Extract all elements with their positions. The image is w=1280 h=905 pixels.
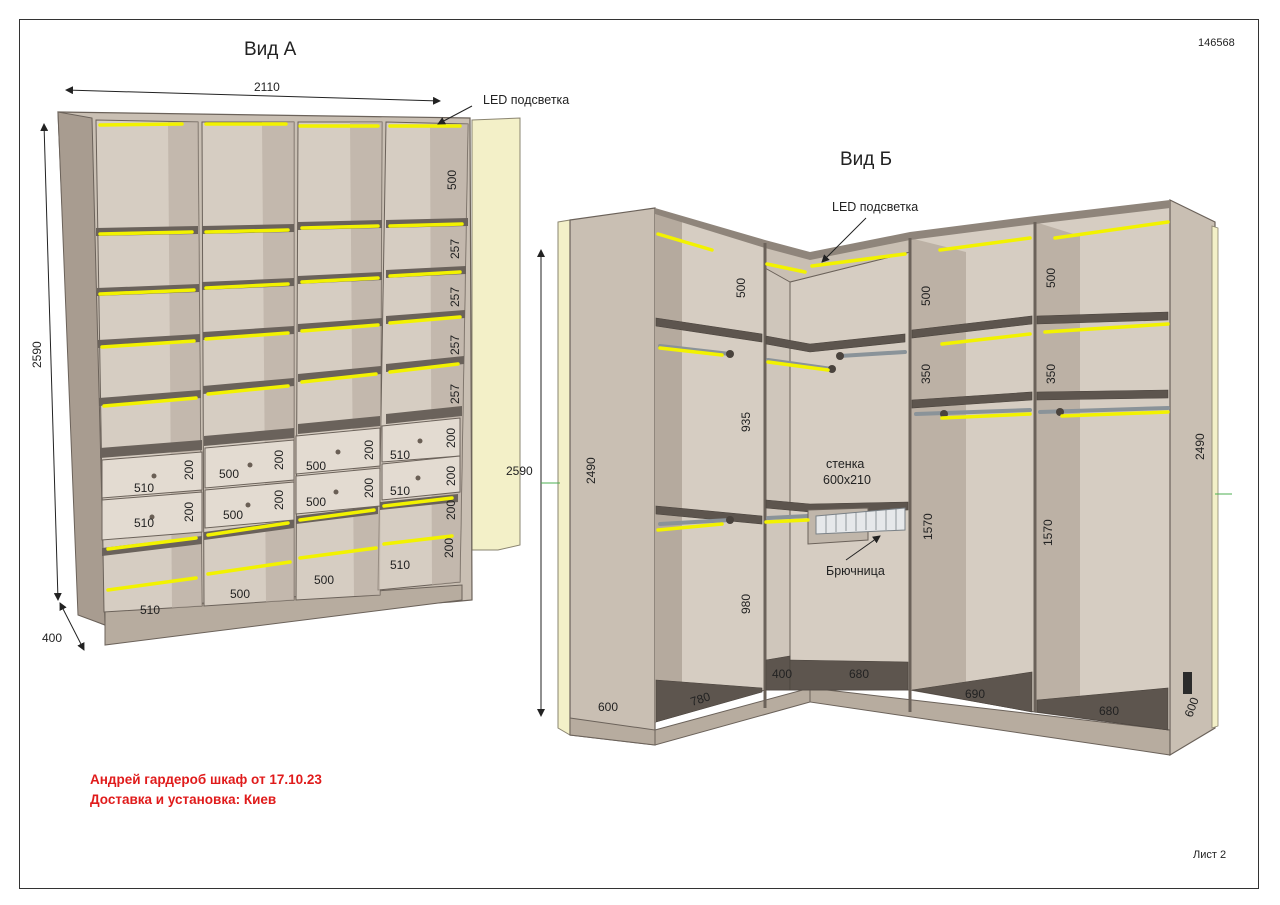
view-a-led-leader [437,105,473,125]
view-a-drawer-height-10: 200 [442,538,456,558]
drawing-sheet-border [19,19,1259,889]
view-a-led-strips [98,122,464,592]
view-a-column-width-3: 500 [314,573,334,587]
view-b-switch-icon [1183,672,1192,694]
view-b-trouser-rack [815,507,906,535]
view-a-height-dimension [40,123,62,601]
view-a-drawer-height-labels: 200 200 200 200 200 200 200 200 200 200 [182,428,458,558]
view-a-drawer-height-6: 200 [362,478,376,498]
view-b-sec4-top: 500 [1044,268,1058,288]
view-a-shelf-height-labels: 500 257 257 257 257 [445,170,462,404]
view-b-left-height: 2490 [584,457,598,484]
view-a-column-width-1: 510 [140,603,160,617]
view-a-column-width-labels: 510 500 500 510 [140,558,410,617]
view-a-door-panel [471,117,521,551]
view-a-led-label: LED подсветка [483,93,569,107]
view-b-sec3-width: 690 [965,687,985,701]
view-b-led-leader [821,217,867,263]
view-b-sec2-width-b: 680 [849,667,869,681]
view-b-sec3-bottom: 1570 [921,513,935,540]
view-b-led-strips [656,220,1170,532]
view-a-drawer-width-2: 510 [134,516,154,530]
view-b-sec4-mid: 350 [1044,364,1058,384]
view-a-drawer-height-9: 200 [444,500,458,520]
view-a-drawer-height-7: 200 [444,428,458,448]
view-a-cabinet [40,86,521,651]
view-a-shelf-height-5: 257 [448,384,462,404]
order-note-line-1: Андрей гардероб шкаф от 17.10.23 [90,772,322,787]
view-b-left-side [569,207,656,746]
view-b-sec1-mid: 935 [739,412,753,432]
view-b-sec4-bottom: 1570 [1041,519,1055,546]
view-a-drawer-height-4: 200 [272,490,286,510]
view-b-sec3-top: 500 [919,286,933,306]
view-b-wall-size: 600x210 [823,473,871,487]
view-a-drawer-width-labels: 510 510 500 500 500 500 510 510 [134,448,410,530]
drawing-number: 146568 [1198,37,1235,49]
view-a-drawer-width-7: 510 [390,448,410,462]
view-b-shelves [655,311,1169,731]
view-b-trouser-rack-label: Брючница [826,564,885,578]
view-b-right-depth: 600 [1182,695,1202,719]
view-b-overall-height: 2590 [506,464,533,478]
view-a-drawer-height-8: 200 [444,466,458,486]
view-a-shelf-height-3: 257 [448,287,462,307]
view-b-sec1-bottom: 980 [739,594,753,614]
view-a-column-width-2: 500 [230,587,250,601]
view-a-depth-dimension [59,602,85,651]
view-b-sec1-width: 780 [689,689,713,709]
view-a-height-label: 2590 [30,341,44,368]
view-a-depth-label: 400 [42,631,62,645]
view-a-drawer-width-6: 500 [306,495,326,509]
view-a-title: Вид А [244,39,297,60]
view-a-width-label: 2110 [254,80,280,94]
view-a-drawer-height-5: 200 [362,440,376,460]
view-b-wall-label: стенка [826,457,864,471]
view-a-shelf-height-1: 500 [445,170,459,190]
view-b-wardrobe [537,199,1232,757]
view-a-column-width-4: 510 [390,558,410,572]
view-b-sec4-width: 680 [1099,704,1119,718]
view-a-drawer-width-3: 500 [219,467,239,481]
view-a-drawer-width-8: 510 [390,484,410,498]
view-b-sec2-width-a: 400 [772,667,792,681]
view-b-led-label: LED подсветка [832,200,918,214]
view-b-title: Вид Б [840,149,892,170]
view-a-width-dimension [65,86,441,105]
view-b-right-height: 2490 [1193,433,1207,460]
view-a-drawer-width-4: 500 [223,508,243,522]
view-a-drawer-height-1: 200 [182,460,196,480]
view-a-shelf-height-4: 257 [448,335,462,355]
view-b-trouser-leader [845,535,881,561]
view-b-sec3-mid: 350 [919,364,933,384]
view-a-shelf-height-2: 257 [448,239,462,259]
order-note-line-2: Доставка и установка: Киев [90,792,277,807]
sheet-number: Лист 2 [1193,849,1227,861]
view-a-drawer-height-3: 200 [272,450,286,470]
view-b-sec1-top: 500 [734,278,748,298]
view-a-drawer-width-5: 500 [306,459,326,473]
view-a-drawer-width-1: 510 [134,481,154,495]
view-a-drawer-height-2: 200 [182,502,196,522]
view-b-left-depth: 600 [598,700,618,714]
view-b-right-side [1169,199,1216,757]
